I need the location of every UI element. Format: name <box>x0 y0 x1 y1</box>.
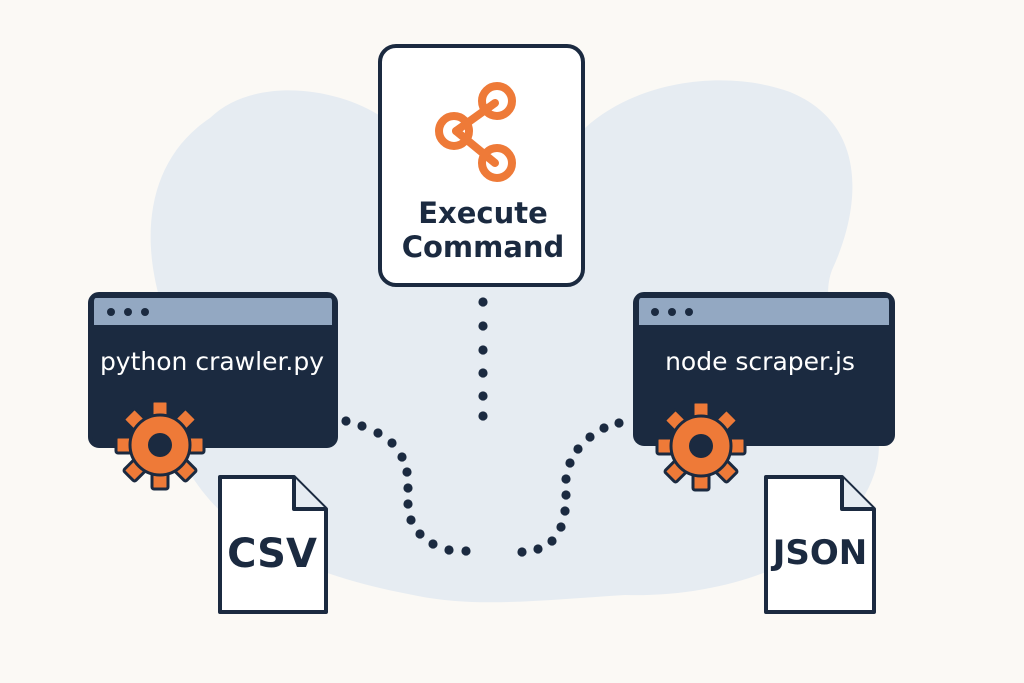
json-file[interactable]: JSON <box>764 475 876 614</box>
file-label-csv: CSV <box>227 531 317 577</box>
connector-lines <box>341 297 624 557</box>
window-dots <box>651 308 693 316</box>
connector-left <box>341 416 471 556</box>
execute-command-card[interactable]: Execute Command <box>378 44 585 287</box>
command-title-line2: Command <box>402 230 565 264</box>
csv-file[interactable]: CSV <box>218 475 328 614</box>
connector-center <box>478 297 488 421</box>
command-title-line1: Execute <box>418 196 548 230</box>
file-label-json: JSON <box>771 533 868 573</box>
connector-right <box>517 418 624 557</box>
gear-icon <box>114 399 206 491</box>
window-dots <box>107 308 149 316</box>
terminal-command-node: node scraper.js <box>665 347 855 376</box>
gear-icon <box>655 400 747 492</box>
terminal-command-python: python crawler.py <box>100 347 324 376</box>
share-nodes-icon <box>435 82 516 182</box>
